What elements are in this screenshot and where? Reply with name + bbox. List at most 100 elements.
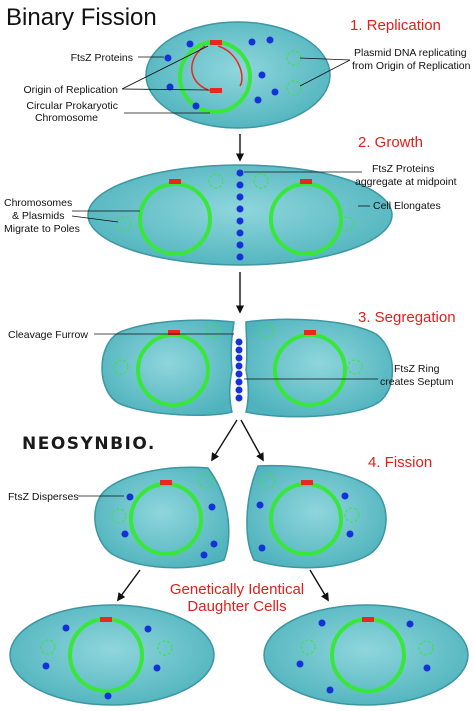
ftsz-protein <box>236 181 244 189</box>
neosynbio-logo: NEOSYNBIO. <box>22 434 156 454</box>
ftsz-protein <box>235 362 243 370</box>
label-ftsz-ring-line-1: FtsZ Ring <box>394 363 440 375</box>
origin-of-replication <box>301 480 313 485</box>
label-migrate-line-1: Chromosomes <box>4 197 72 209</box>
plasmid <box>300 639 316 655</box>
label-ftsz-ring-line-2: creates Septum <box>380 376 454 388</box>
pointer-line <box>121 45 209 90</box>
ftsz-protein <box>153 664 161 672</box>
plasmid <box>208 173 224 189</box>
ftsz-protein <box>423 664 431 672</box>
ftsz-protein <box>235 386 243 394</box>
ftsz-protein <box>210 540 218 548</box>
origin-of-replication <box>160 480 172 485</box>
plasmid <box>113 359 129 375</box>
origin-of-replication <box>210 88 222 93</box>
daughter-caption-line-2: Daughter Cells <box>187 598 286 615</box>
origin-of-replication <box>169 179 181 184</box>
label-origin-of-replication: Origin of Replication <box>23 84 118 96</box>
ftsz-protein <box>62 624 70 632</box>
ftsz-protein <box>406 620 414 628</box>
ftsz-protein <box>235 370 243 378</box>
replicating-dna-arc <box>217 45 243 87</box>
pointer-line <box>299 57 351 61</box>
plasmid <box>157 640 173 656</box>
ftsz-protein <box>235 354 243 362</box>
ftsz-protein <box>236 253 244 261</box>
step-2-label: 2. Growth <box>358 134 423 151</box>
process-arrow <box>309 569 329 602</box>
daughter-cell-left <box>9 604 215 706</box>
cell-left-separated <box>94 466 230 569</box>
plasmid <box>286 80 302 96</box>
daughter-cell-right <box>263 604 469 706</box>
origin-of-replication <box>362 617 374 622</box>
ftsz-protein <box>200 551 208 559</box>
step-4-label: 4. Fission <box>368 454 432 471</box>
daughter-caption-line-1: Genetically Identical <box>170 581 304 598</box>
label-ftsz-disperses: FtsZ Disperses <box>8 491 79 503</box>
stage-segregation: 3. Segregation Cleavage Furrow FtsZ Ring… <box>8 309 456 418</box>
ftsz-protein <box>235 346 243 354</box>
plasmid <box>344 507 360 523</box>
ftsz-protein <box>208 503 216 511</box>
plasmid <box>258 323 274 339</box>
origin-of-replication <box>100 617 112 622</box>
ftsz-protein <box>256 501 264 509</box>
ftsz-protein <box>258 544 266 552</box>
plasmid <box>205 323 221 339</box>
label-ftsz-proteins: FtsZ Proteins <box>71 52 133 64</box>
ftsz-protein <box>236 193 244 201</box>
ftsz-protein <box>104 692 112 700</box>
ftsz-protein <box>235 394 243 402</box>
label-chromosome-line-1: Circular Prokaryotic <box>26 100 118 112</box>
plasmid <box>260 473 276 489</box>
origin-of-replication <box>300 179 312 184</box>
cell-growth <box>87 164 393 266</box>
ftsz-ring <box>235 338 243 402</box>
label-migrate-line-2: & Plasmids <box>12 210 65 222</box>
ftsz-protein <box>42 662 50 670</box>
ftsz-protein <box>266 36 274 44</box>
plasmid <box>198 473 214 489</box>
plasmid <box>40 639 56 655</box>
step-1-label: 1. Replication <box>350 17 441 34</box>
plasmid <box>253 173 269 189</box>
ftsz-protein <box>121 530 129 538</box>
daughter-cells <box>9 604 469 706</box>
logo-text: NEOSYNBIO. <box>22 434 156 454</box>
label-plasmid-line-2: from Origin of Replication <box>352 60 471 72</box>
ftsz-protein <box>296 660 304 668</box>
process-arrow <box>240 419 264 462</box>
plasmid <box>116 216 132 232</box>
pointer-line <box>299 59 351 87</box>
ftsz-protein <box>236 229 244 237</box>
pointer-line <box>121 88 209 91</box>
ftsz-midpoint-column <box>236 169 244 261</box>
plasmid <box>111 508 127 524</box>
ftsz-protein <box>192 102 200 110</box>
process-arrow <box>117 569 141 602</box>
ftsz-protein <box>126 493 134 501</box>
ftsz-protein <box>186 40 194 48</box>
stage-fission: 4. Fission FtsZ Disperses <box>8 454 432 569</box>
origin-of-replication <box>304 330 316 335</box>
ftsz-protein <box>236 169 244 177</box>
ftsz-protein <box>341 492 349 500</box>
plasmid <box>347 359 363 375</box>
cell-replication <box>145 21 331 129</box>
plasmid <box>339 216 355 232</box>
origin-of-replication <box>210 40 222 45</box>
ftsz-protein <box>248 38 256 46</box>
pointer-line <box>71 215 119 223</box>
process-arrow <box>211 419 238 462</box>
diagram-title: Binary Fission <box>6 4 157 31</box>
ftsz-protein <box>236 217 244 225</box>
label-migrate-line-3: Migrate to Poles <box>4 223 80 235</box>
ftsz-protein <box>164 54 172 62</box>
ftsz-protein <box>144 625 152 633</box>
plasmid <box>418 640 434 656</box>
ftsz-protein <box>235 338 243 346</box>
stage-growth: 2. Growth FtsZ Proteins aggregate at mid… <box>4 134 457 266</box>
